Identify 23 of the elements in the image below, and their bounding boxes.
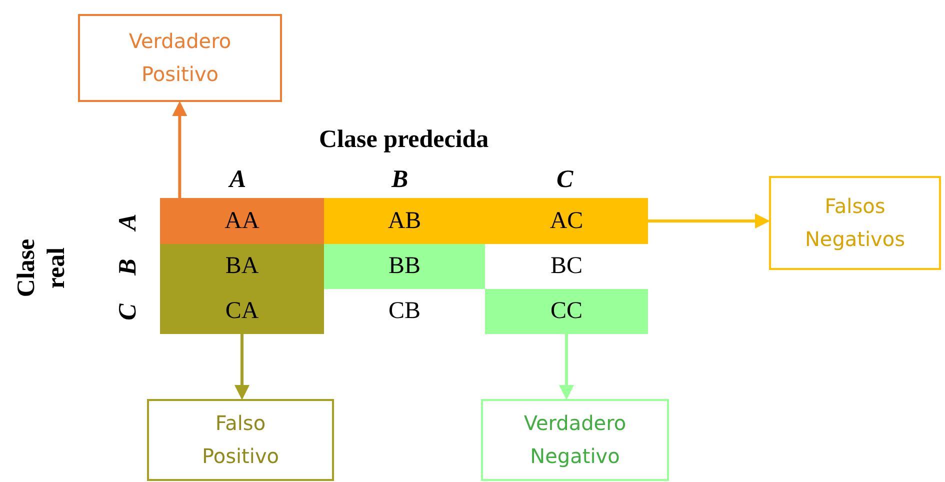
row-header: C: [112, 304, 142, 320]
matrix-cell: AC: [485, 198, 648, 244]
matrix-cell: CC: [485, 289, 648, 334]
arrow: [172, 101, 188, 198]
row-header: A: [112, 214, 142, 230]
callout-box: Falsos Negativos: [769, 176, 941, 270]
callout-box: Verdadero Positivo: [78, 14, 282, 102]
row-header: B: [112, 258, 142, 276]
axis-title: Clase predecida: [319, 126, 489, 154]
arrow: [234, 334, 250, 400]
column-header: A: [230, 166, 246, 194]
callout-box: Falso Positivo: [147, 399, 334, 481]
arrow: [559, 334, 574, 400]
axis-title: Clase real: [12, 238, 71, 300]
matrix-cell: AB: [324, 198, 485, 244]
column-header: C: [556, 166, 574, 194]
matrix-cell: BB: [324, 244, 485, 289]
callout-box: Verdadero Negativo: [481, 399, 669, 481]
matrix-cell: CA: [160, 289, 324, 334]
arrow: [648, 214, 770, 228]
matrix-cell: BA: [160, 244, 324, 289]
matrix-cell: AA: [160, 198, 324, 244]
column-header: B: [392, 166, 408, 194]
